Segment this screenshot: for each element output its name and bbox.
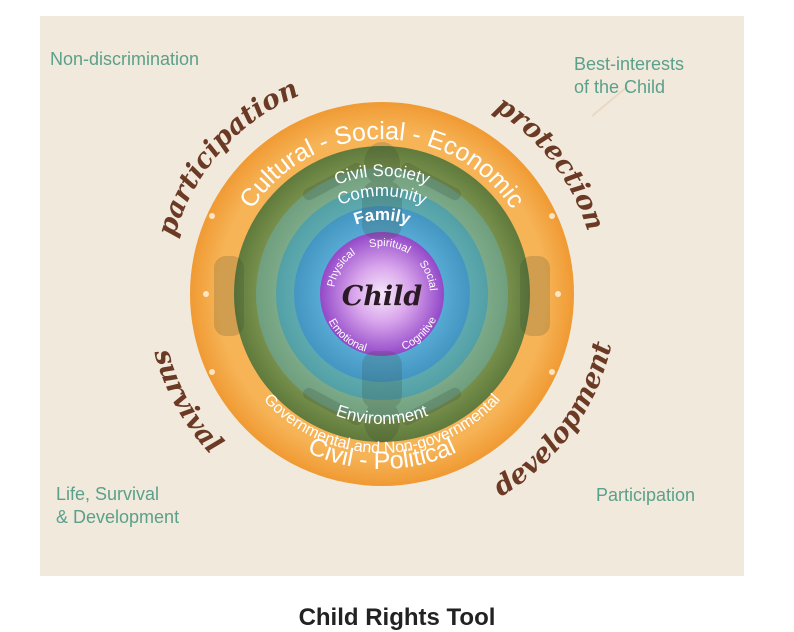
child-rights-diagram: Cultural - Social - Economic Civil - Pol… [147,73,629,503]
diagram-panel: Cultural - Social - Economic Civil - Pol… [40,16,744,576]
label-participation-corner: Participation [596,485,696,505]
child-core [320,232,444,356]
label-life-survival-line1: Life, Survival [56,484,160,504]
ring-dots [203,213,561,375]
label-life-survival-line2: & Development [56,507,180,527]
label-non-discrimination: Non-discrimination [50,49,200,69]
leader-line [591,85,629,117]
label-child: Child [342,281,423,312]
label-family: Family [351,205,413,229]
figure-silhouettes [214,142,550,443]
label-best-interests: Best-interests of the Child [574,53,734,99]
label-best-interests-line1: Best-interests [574,54,685,74]
label-life-survival: Life, Survival & Development [56,483,236,529]
label-best-interests-line2: of the Child [574,77,666,97]
caption: Child Rights Tool [298,604,496,631]
